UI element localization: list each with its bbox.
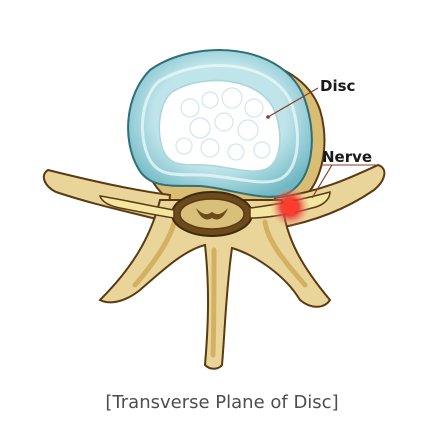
nerve-label: Nerve	[322, 148, 372, 166]
arch-shading	[132, 217, 308, 358]
spinal-cord-gray-matter	[196, 208, 228, 220]
nerve-root-left	[98, 195, 175, 219]
disc-annulus-inner-ring	[140, 64, 299, 184]
figure-caption: [Transverse Plane of Disc]	[105, 392, 339, 413]
disc-label: Disc	[320, 77, 355, 95]
nucleus-texture	[175, 87, 271, 161]
disc-leader-line	[267, 87, 319, 118]
nerve-leader-line	[311, 164, 333, 199]
disc-nucleus	[158, 79, 281, 172]
disc-leader-dot	[266, 115, 270, 119]
inflammation-core	[283, 200, 297, 214]
